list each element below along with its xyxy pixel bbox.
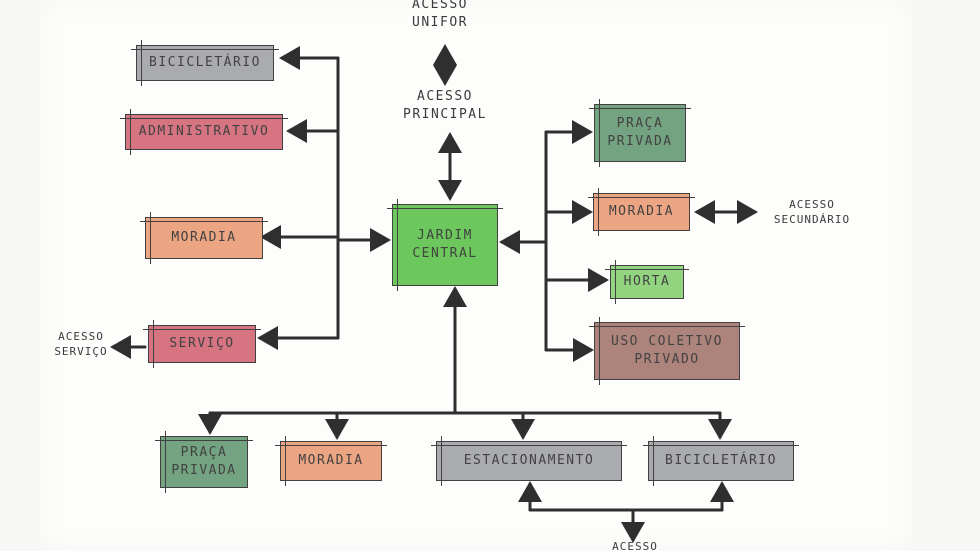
node-jardim-central: JARDIM CENTRAL	[387, 199, 503, 291]
node-bicicletario-left-label: BICICLETÁRIO	[149, 55, 261, 71]
node-administrativo: ADMINISTRATIVO	[120, 109, 288, 155]
node-uso-coletivo-label: USO COLETIVO PRIVADO	[611, 334, 723, 367]
node-uso-coletivo: USO COLETIVO PRIVADO	[589, 317, 745, 385]
node-moradia-right: MORADIA	[588, 188, 695, 236]
node-moradia-right-label: MORADIA	[608, 204, 675, 220]
node-horta-label: HORTA	[623, 274, 671, 290]
node-servico: SERVIÇO	[143, 320, 261, 368]
node-bicicletario-bottom: BICICLETÁRIO	[643, 436, 799, 486]
access-unifor-label: ACESSO UNIFOR	[412, 0, 468, 30]
node-moradia-bottom-label: MORADIA	[298, 453, 364, 469]
access-secundario-label: ACESSO SECUNDÁRIO	[773, 198, 851, 226]
node-estacionamento: ESTACIONAMENTO	[431, 436, 627, 486]
node-praca-bottom-label: PRAÇA PRIVADA	[171, 445, 237, 478]
node-jardim-central-label: JARDIM CENTRAL	[412, 228, 478, 261]
node-moradia-left: MORADIA	[140, 212, 268, 264]
node-servico-label: SERVIÇO	[169, 336, 235, 352]
node-bicicletario-left: BICICLETÁRIO	[131, 40, 279, 86]
node-moradia-left-label: MORADIA	[171, 230, 237, 246]
access-servico-label: ACESSO SERVIÇO	[54, 330, 108, 358]
node-praca-right: PRAÇA PRIVADA	[589, 99, 691, 167]
node-administrativo-label: ADMINISTRATIVO	[138, 124, 270, 140]
access-principal-label: ACESSO PRINCIPAL	[403, 89, 487, 122]
node-praca-right-label: PRAÇA PRIVADA	[607, 116, 673, 149]
node-estacionamento-label: ESTACIONAMENTO	[463, 453, 595, 469]
node-moradia-bottom: MORADIA	[275, 436, 387, 486]
node-horta: HORTA	[605, 260, 689, 304]
access-bottom-label: ACESSO	[612, 540, 658, 553]
node-praca-bottom: PRAÇA PRIVADA	[155, 431, 253, 493]
node-bicicletario-bottom-label: BICICLETÁRIO	[665, 453, 777, 469]
